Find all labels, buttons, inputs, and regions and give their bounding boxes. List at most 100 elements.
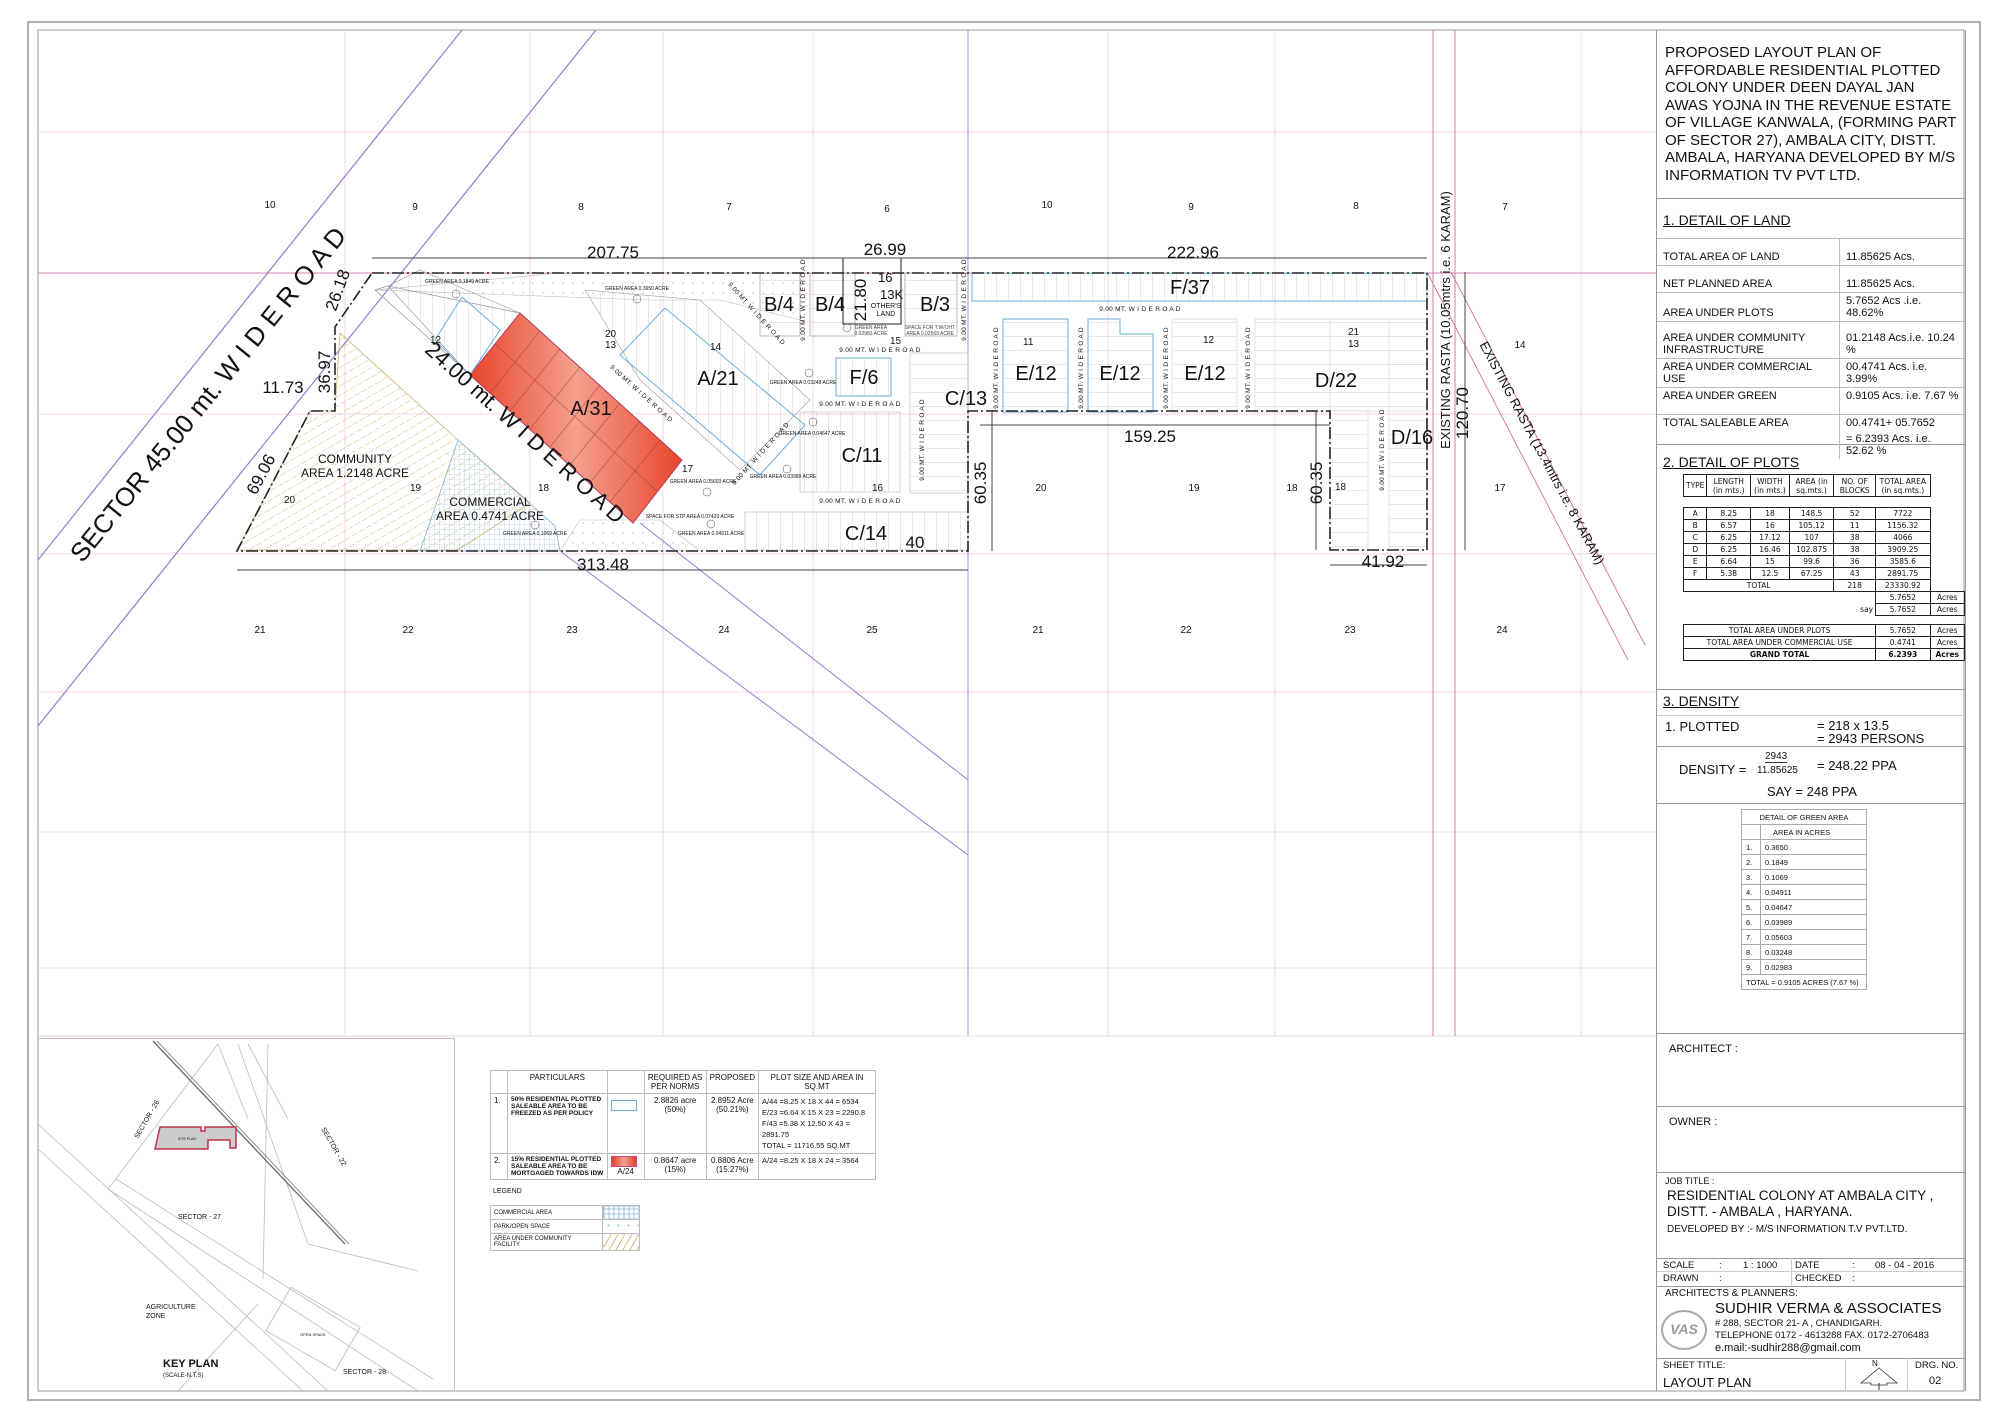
particulars-table: PARTICULARS REQUIRED AS PER NORMS PROPOS… xyxy=(490,1070,876,1180)
svg-text:9.00 MT. W I D E R O A D: 9.00 MT. W I D E R O A D xyxy=(1163,327,1170,409)
grid-numbers: 10 9 8 7 6 10 9 8 7 21 22 23 24 25 21 22… xyxy=(254,200,1526,636)
svg-text:9.00 MT. W I D E R O A D: 9.00 MT. W I D E R O A D xyxy=(1099,306,1181,313)
svg-text:14: 14 xyxy=(710,342,722,353)
grid-number: 24 xyxy=(1496,625,1508,636)
svg-text:18: 18 xyxy=(1335,482,1347,493)
grid-number: 9 xyxy=(1188,202,1194,213)
f37-block xyxy=(971,272,1428,302)
grid-number: 10 xyxy=(1041,200,1053,211)
block-label: B/3 xyxy=(920,294,950,316)
svg-text:9.00 MT. W I D E R O A D: 9.00 MT. W I D E R O A D xyxy=(819,401,901,408)
svg-text:9.00 MT. W I D E R O A D: 9.00 MT. W I D E R O A D xyxy=(993,327,1000,409)
key-plan: SECTOR - 26 SECTOR - 22 SECTOR - 27 AGRI… xyxy=(37,1038,455,1392)
svg-text:20: 20 xyxy=(605,329,617,340)
rasta-label: EXISTING RASTA (10.05mtrs i.e. 6 KARAM) xyxy=(1438,191,1453,449)
green-area-table: DETAIL OF GREEN AREA AREA IN ACRES 1.0.3… xyxy=(1741,809,1867,990)
green-area-labels: GREEN AREA 0.3650 ACRE GREEN AREA 0.1849… xyxy=(425,279,852,537)
table-row: 9.0.02983 xyxy=(1741,959,1867,975)
svg-text:26.99: 26.99 xyxy=(864,240,907,259)
land-heading: 1. DETAIL OF LAND xyxy=(1663,212,1791,228)
svg-text:60.35: 60.35 xyxy=(971,462,990,505)
block-label: E/12 xyxy=(1184,363,1225,385)
svg-text:41.92: 41.92 xyxy=(1362,552,1405,571)
key-plan-map: SECTOR - 26 SECTOR - 22 SECTOR - 27 AGRI… xyxy=(37,1040,434,1392)
svg-text:12: 12 xyxy=(430,335,442,346)
mortgage-swatch xyxy=(610,1156,637,1167)
site-location-marker xyxy=(154,1126,237,1150)
block-label: A/21 xyxy=(697,368,738,390)
svg-text:GREEN AREA 0.03989 ACRE: GREEN AREA 0.03989 ACRE xyxy=(750,474,817,480)
scale-date-section: SCALE : 1 : 1000 DATE : 08 - 04 - 2016 D… xyxy=(1657,1258,1965,1287)
svg-text:SITE PLAN: SITE PLAN xyxy=(178,1137,196,1141)
block-label: F/6 xyxy=(850,367,879,389)
table-row: 8.0.03248 xyxy=(1741,944,1867,960)
table-row: 2. 15% RESIDENTIAL PLOTTED SALEABLE AREA… xyxy=(490,1153,876,1180)
svg-text:GREEN AREA 0.04647 ACRE: GREEN AREA 0.04647 ACRE xyxy=(779,431,846,437)
svg-text:SECTOR - 26: SECTOR - 26 xyxy=(134,1099,162,1140)
table-row: 5.0.04647 xyxy=(1741,899,1867,915)
svg-text:11.73: 11.73 xyxy=(262,378,303,397)
grid-number: 8 xyxy=(578,202,584,213)
grid-number: 7 xyxy=(726,202,732,213)
legend-table: COMMERCIAL AREA PARK/OPEN SPACE AREA UND… xyxy=(490,1205,640,1251)
svg-text:AREA 1.2148 ACRE: AREA 1.2148 ACRE xyxy=(301,466,409,480)
svg-text:9.00 MT. W I D E R O A D: 9.00 MT. W I D E R O A D xyxy=(1379,409,1386,491)
grid-number: 19 xyxy=(1188,483,1200,494)
north-arrow-icon xyxy=(1859,1367,1899,1390)
grid-number: 20 xyxy=(1035,483,1047,494)
svg-text:GREEN AREA 0.05603 ACRE: GREEN AREA 0.05603 ACRE xyxy=(670,479,737,485)
grid-number: 17 xyxy=(1494,483,1506,494)
table-row: 7.0.05603 xyxy=(1741,929,1867,945)
svg-text:15: 15 xyxy=(890,336,902,347)
firm-logo: VAS xyxy=(1661,1310,1707,1350)
grid-number: 21 xyxy=(1032,625,1044,636)
svg-text:13: 13 xyxy=(605,340,617,351)
svg-text:17: 17 xyxy=(682,464,694,475)
svg-text:120.70: 120.70 xyxy=(1453,387,1472,439)
table-row: 1. 50% RESIDENTIAL PLOTTED SALEABLE AREA… xyxy=(490,1093,876,1154)
svg-text:16: 16 xyxy=(872,483,884,494)
dimension-lines xyxy=(237,257,1466,571)
svg-text:9.00 MT. W I D E R O A D: 9.00 MT. W I D E R O A D xyxy=(1078,327,1085,409)
block-label: C/11 xyxy=(842,445,883,467)
svg-text:9.00 MT. W I D E R O A D: 9.00 MT. W I D E R O A D xyxy=(819,498,901,505)
commercial-swatch xyxy=(602,1205,640,1220)
particulars-section: PARTICULARS REQUIRED AS PER NORMS PROPOS… xyxy=(490,1070,876,1251)
title-block-panel: PROPOSED LAYOUT PLAN OF AFFORDABLE RESID… xyxy=(1656,30,1966,1391)
table-row: 3.0.1069 xyxy=(1741,869,1867,885)
tw-space-label: SPACE FOR T.W/OHT AREA 0.02569 ACRE xyxy=(904,325,956,337)
svg-text:OPEN SPACE: OPEN SPACE xyxy=(300,1332,326,1337)
svg-text:9.00 MT. W I D E R O A D: 9.00 MT. W I D E R O A D xyxy=(961,259,968,341)
svg-text:36.97: 36.97 xyxy=(315,351,334,394)
main-road-edge xyxy=(37,29,597,727)
table-row: 2.0.1849 xyxy=(1741,854,1867,870)
svg-text:9.00 MT. W I D E R O A D: 9.00 MT. W I D E R O A D xyxy=(800,259,807,341)
svg-text:9.00 MT. W I D E R O A D: 9.00 MT. W I D E R O A D xyxy=(1245,327,1252,409)
owner-section: OWNER : xyxy=(1657,1106,1965,1173)
svg-text:ZONE: ZONE xyxy=(146,1313,166,1320)
key-plan-title: KEY PLAN xyxy=(163,1358,218,1370)
svg-text:GREEN AREA 0.1069 ACRE: GREEN AREA 0.1069 ACRE xyxy=(503,531,568,537)
others-land-label: OTHER'S LAND xyxy=(870,303,902,318)
grid-number: 22 xyxy=(402,625,414,636)
table-row: 6.0.03989 xyxy=(1741,914,1867,930)
block-label: F/37 xyxy=(1170,277,1210,299)
density-calc-section: DENSITY = 2943 11.85625 = 248.22 PPA SAY… xyxy=(1657,746,1965,804)
site-boundary xyxy=(235,272,1428,552)
block-label: C/14 xyxy=(845,523,887,545)
freeze-swatch xyxy=(610,1100,637,1111)
svg-text:18: 18 xyxy=(538,483,550,494)
sheet-title: LAYOUT PLAN xyxy=(1663,1375,1752,1390)
legend-title: LEGEND xyxy=(493,1188,522,1195)
existing-rasta xyxy=(1426,30,1646,1036)
